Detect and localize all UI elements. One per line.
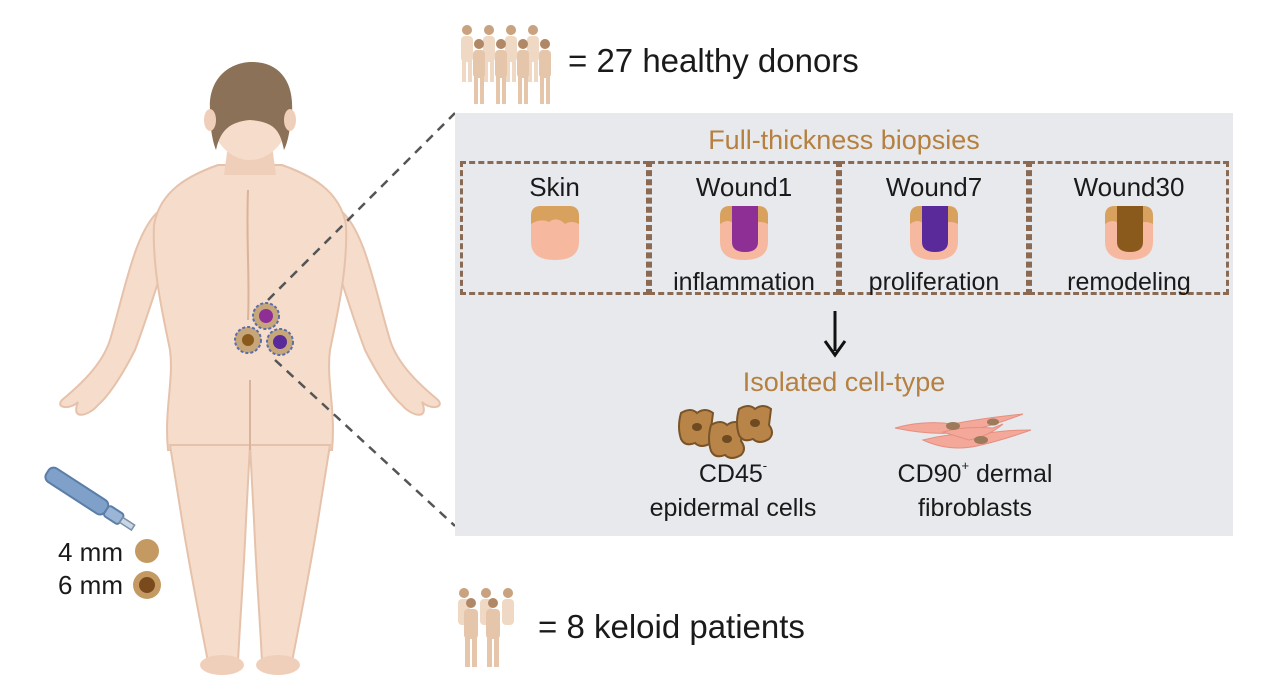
- phase-label: proliferation: [868, 268, 1000, 296]
- marker-sign: +: [961, 458, 970, 473]
- wound-biopsy-icon: [720, 206, 768, 260]
- sample-name: Skin: [529, 172, 580, 202]
- phase-label: remodeling: [1067, 268, 1191, 296]
- epidermal-cells-icon: [678, 405, 773, 459]
- down-arrow-icon: [823, 311, 847, 358]
- epidermal-cells-label: CD45- epidermal cells: [638, 457, 828, 525]
- punch-size-4mm-label: 4 mm: [58, 537, 123, 567]
- sample-box-skin: Skin: [460, 161, 649, 295]
- sample-name: Wound7: [885, 172, 983, 202]
- cell-description: fibroblasts: [918, 494, 1032, 522]
- fibroblasts-icon: [894, 413, 1032, 449]
- punch-size-4mm-icon: [135, 539, 159, 563]
- wound-biopsy-icon: [1105, 206, 1153, 260]
- wound-biopsy-icon: [910, 206, 958, 260]
- healthy-donors-label: = 27 healthy donors: [568, 42, 859, 79]
- biopsy-wound-marks: [234, 302, 294, 356]
- biopsy-panel: Full-thickness biopsies Skin Wound1 infl…: [455, 113, 1233, 536]
- cell-marker: CD45: [698, 460, 763, 488]
- people-group-icon: [458, 588, 514, 667]
- cell-marker-suffix: dermal: [969, 460, 1053, 488]
- biopsy-punch-tool: [44, 466, 136, 532]
- marker-sign: -: [762, 458, 768, 473]
- people-group-icon: [461, 25, 551, 104]
- sample-name: Wound1: [695, 172, 793, 202]
- sample-box-wound1: Wound1 inflammation: [649, 161, 839, 296]
- sample-box-wound7: Wound7 proliferation: [839, 161, 1029, 296]
- punch-size-6mm-label: 6 mm: [58, 570, 123, 600]
- keloid-patients-label: = 8 keloid patients: [538, 608, 805, 645]
- cell-description: epidermal cells: [649, 494, 817, 522]
- human-body-figure: [59, 62, 441, 675]
- skin-biopsy-icon: [530, 206, 579, 260]
- biopsies-title: Full-thickness biopsies: [708, 125, 980, 155]
- cell-marker: CD90: [897, 460, 962, 488]
- isolated-cell-type-title: Isolated cell-type: [742, 367, 946, 397]
- sample-box-wound30: Wound30 remodeling: [1029, 161, 1229, 296]
- sample-name: Wound30: [1073, 172, 1185, 202]
- punch-size-6mm-icon: [133, 571, 161, 599]
- phase-label: inflammation: [673, 268, 815, 296]
- fibroblasts-label: CD90+ dermal fibroblasts: [860, 457, 1090, 525]
